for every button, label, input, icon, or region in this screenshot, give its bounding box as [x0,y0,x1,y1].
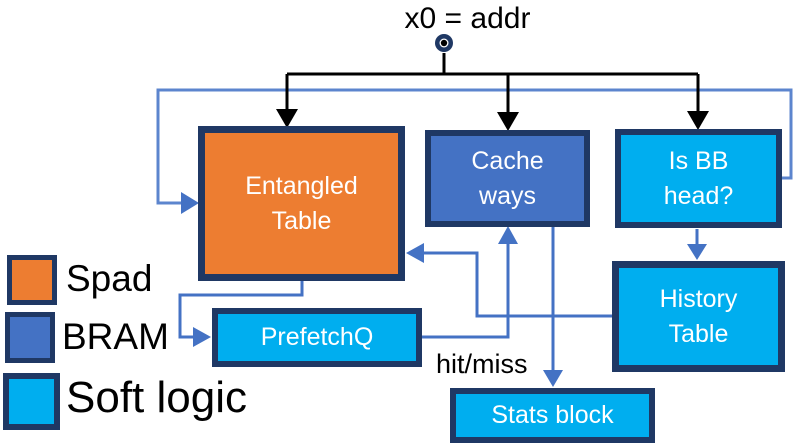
block-label: Table [271,206,332,235]
address-bus-line [276,53,709,131]
diagram-title: x0 = addr [404,2,531,35]
block-stats-block: Stats block [450,388,655,443]
feedback-loop-line [156,88,793,214]
prefetchq-to-cache-line [422,226,518,339]
isbb-to-history-line [687,229,707,260]
cache-to-stats-line [543,227,563,387]
block-label: History [659,285,738,313]
block-entangled-table: Entangled Table [198,126,405,281]
block-label: head? [663,181,734,210]
block-is-bb-head: Is BB head? [615,129,782,228]
block-prefetchq: PrefetchQ [212,308,422,367]
bus-junction-dot [435,34,453,52]
legend-swatch-bram [5,312,55,363]
arrowhead-into-entangled-left [181,192,199,214]
legend-swatch-spad [7,255,57,305]
block-label: Is BB [668,147,729,175]
entangled-to-prefetchq-line [178,281,304,347]
legend-label-soft-logic: Soft logic [66,373,247,422]
block-history-table: History Table [612,261,785,372]
arrowhead-into-entangled-top [276,109,298,128]
block-label: Stats block [491,401,614,430]
block-label: ways [479,181,536,210]
block-label: Table [668,319,729,348]
block-cache-ways: Cache ways [425,130,590,227]
block-label: Entangled [245,172,358,200]
history-to-entangled-line [406,243,612,318]
legend-label-spad: Spad [66,258,153,299]
legend-swatch-soft-logic [3,373,60,430]
arrowhead-into-isbb-top [687,111,709,130]
arrowhead-into-cache-top [497,112,519,131]
legend-label-bram: BRAM [62,316,169,357]
block-label: PrefetchQ [260,323,374,352]
block-label: Cache [471,147,544,175]
hit-miss-edge-label: hit/miss [436,349,528,379]
